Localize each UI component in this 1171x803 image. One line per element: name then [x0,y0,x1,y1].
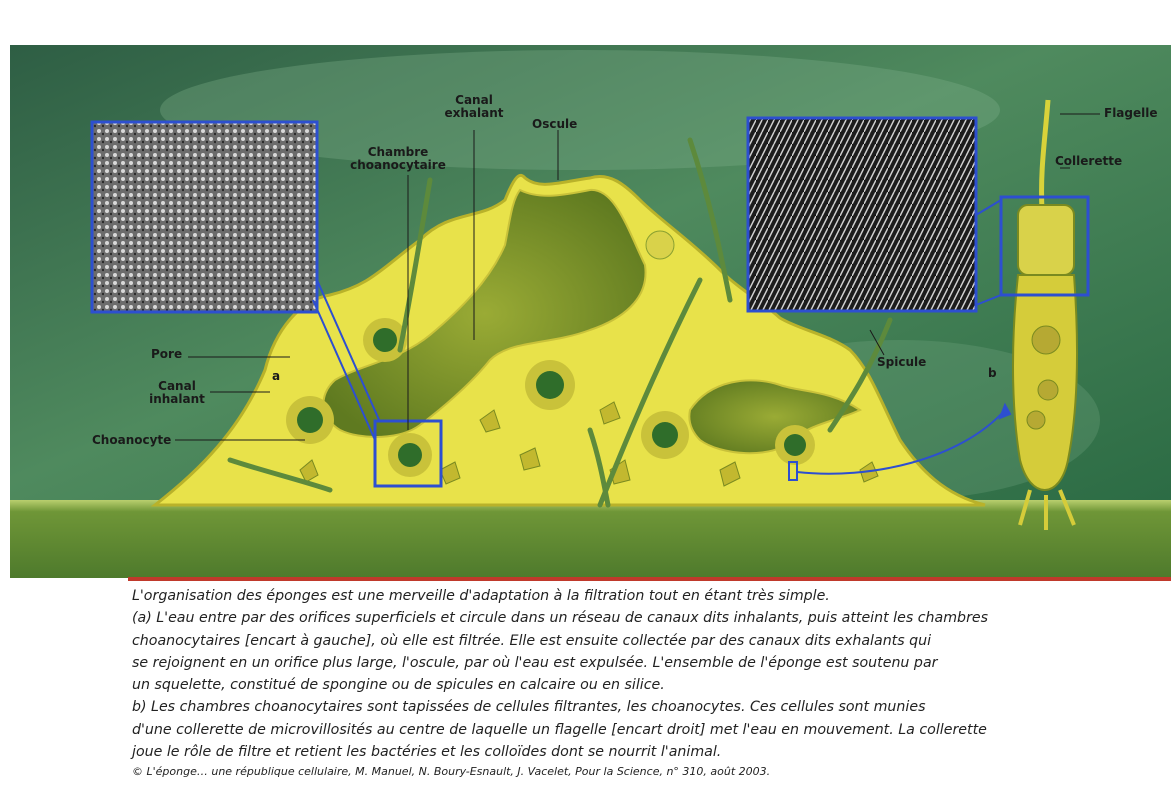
caption-line: L'organisation des éponges est une merve… [132,585,1162,607]
label-collerette: Collerette [1055,155,1122,168]
right-inset-sem [748,118,976,311]
caption-line: un squelette, constitué de spongine ou d… [132,674,1162,696]
label-oscule: Oscule [532,118,577,131]
caption-line: se rejoignent en un orifice plus large, … [132,652,1162,674]
caption-rule [128,577,1171,581]
caption-credit: © L'éponge… une république cellulaire, M… [132,763,1162,781]
caption-line: b) Les chambres choanocytaires sont tapi… [132,696,1162,718]
label-a: a [272,370,280,383]
label-flagelle: Flagelle [1104,107,1158,120]
label-b: b [988,367,997,380]
caption-line: d'une collerette de microvillosités au c… [132,719,1162,741]
left-inset-sem [92,122,317,312]
label-chambre-choanocytaire: Chambre choanocytaire [338,146,458,172]
caption-line: choanocytaires [encart à gauche], où ell… [132,630,1162,652]
label-choanocyte: Choanocyte [92,434,171,447]
caption-line: joue le rôle de filtre et retient les ba… [132,741,1162,763]
label-canal-inhalant: Canal inhalant [140,380,214,406]
label-spicule: Spicule [877,356,926,369]
substrate [10,500,1171,578]
caption-line: (a) L'eau entre par des orifices superfi… [132,607,1162,629]
label-canal-exhalant: Canal exhalant [432,94,516,120]
figure-caption: L'organisation des éponges est une merve… [132,585,1162,781]
label-pore: Pore [151,348,182,361]
